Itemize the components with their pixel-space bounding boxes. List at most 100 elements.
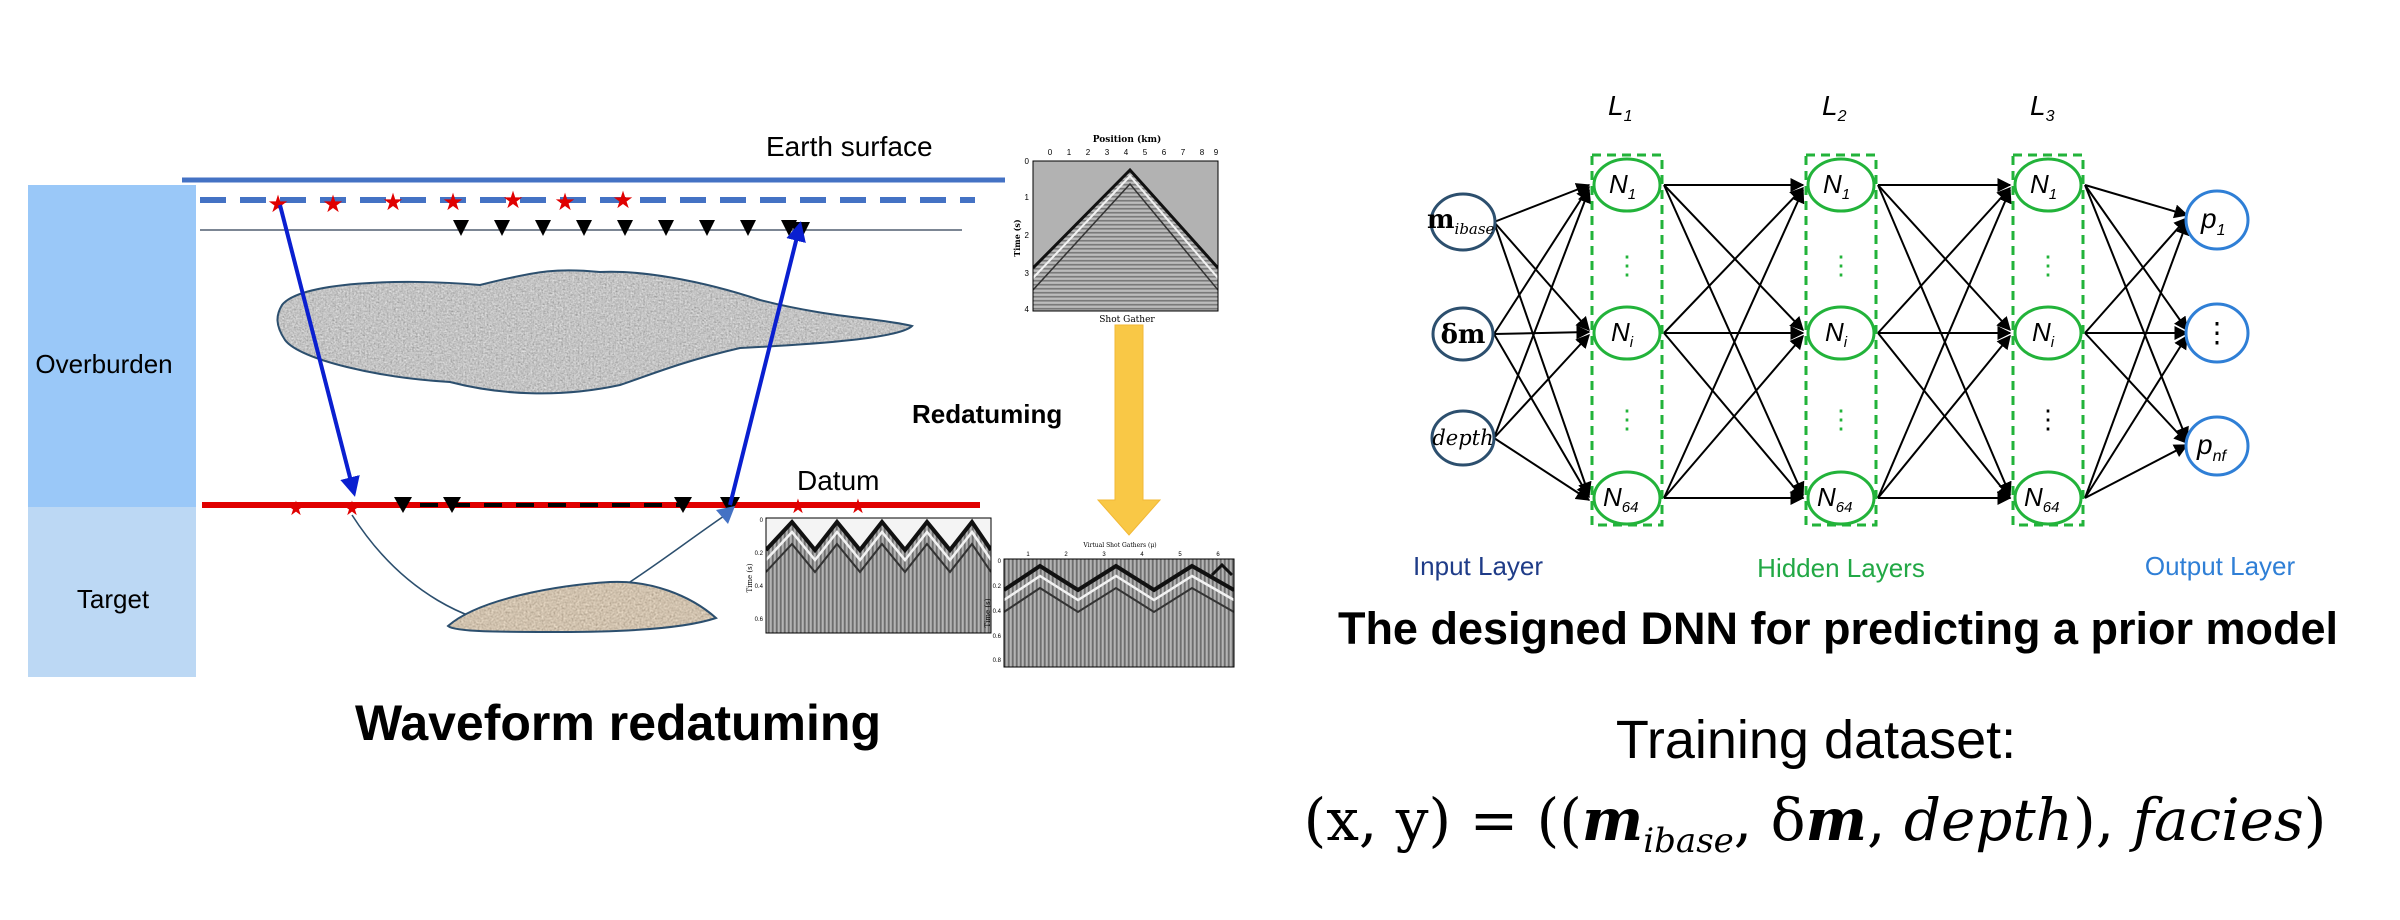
output-node-p1: p1 — [2184, 189, 2250, 251]
connection — [1877, 188, 2012, 499]
surface-sources: ★ ★ ★ ★ ★ ★ ★ — [267, 187, 634, 218]
svg-text:pnf: pnf — [2196, 429, 2227, 465]
virtual-gather-a-y-ticks: 0 0.2 0.4 0.6 — [755, 518, 764, 623]
y-tick-label: 3 — [1025, 269, 1030, 278]
receiver-triangle — [658, 220, 674, 236]
hidden-layer-box-l3 — [2011, 153, 2085, 527]
connection — [1877, 184, 2011, 332]
svg-text:Ni: Ni — [2032, 317, 2055, 351]
connection — [1493, 188, 1592, 439]
receiver-triangle — [576, 220, 592, 236]
connection — [2084, 184, 2188, 332]
downgoing-ray — [278, 204, 360, 497]
hidden-node-n1-l1: N1 — [1592, 157, 1662, 213]
connection — [1663, 186, 1804, 334]
svg-text:mibase: mibase — [1427, 205, 1495, 238]
hidden-dots: ⋮ — [1828, 250, 1854, 280]
svg-text:Ni: Ni — [1825, 317, 1848, 351]
receiver-triangle — [443, 497, 461, 513]
receiver-triangle — [394, 497, 412, 513]
svg-text:N1: N1 — [2030, 169, 2057, 203]
receiver-triangle — [699, 220, 715, 236]
receiver-triangle — [453, 220, 469, 236]
connection — [1663, 334, 1804, 499]
overburden-rock-body — [276, 269, 914, 395]
output-node-dots: ⋮ — [2184, 302, 2250, 364]
receiver-triangle — [617, 220, 633, 236]
layer-header-l3: L3 — [2030, 90, 2055, 125]
shot-gather-caption: Shot Gather — [1099, 315, 1155, 325]
receiver-triangle — [740, 220, 756, 236]
connection — [1493, 183, 1591, 223]
hidden-node-ni-l2: Ni — [1806, 305, 1876, 361]
connection — [1877, 186, 2011, 334]
virtual-gather-a-y-title: Time (s) — [746, 563, 754, 592]
output-nodes: p1 ⋮ pnf — [2184, 189, 2250, 477]
y-tick-label: 0.2 — [755, 551, 764, 557]
x-tick-label: 9 — [1214, 148, 1219, 157]
dnn-diagram: L1 L2 L3 — [1304, 90, 2338, 861]
output-node-pnf: pnf — [2184, 415, 2250, 477]
hidden-node-ni-l3: Ni — [2013, 305, 2083, 361]
virtual-gather-panel-b: Virtual Shot Gathers (μ) 1 2 3 4 5 6 Tim… — [984, 542, 1235, 668]
datum-label: Datum — [797, 465, 879, 496]
overburden-label: Overburden — [35, 349, 172, 379]
layer-header-l1: L1 — [1608, 90, 1632, 125]
source-star: ★ — [502, 187, 524, 214]
datum-receivers — [394, 497, 740, 515]
hidden-node-n64-l1: N64 — [1592, 470, 1662, 526]
svg-text:N1: N1 — [1609, 169, 1636, 203]
source-star: ★ — [382, 189, 404, 216]
hidden-dots: ⋮ — [1614, 250, 1640, 280]
source-star: ★ — [789, 496, 807, 518]
receiver-triangle — [720, 497, 740, 515]
connections — [1493, 178, 2190, 505]
x-tick-label: 1 — [1026, 552, 1030, 558]
training-equation: (x, y) = ((mibase, δm, depth), facies) — [1304, 786, 2327, 861]
layer-header-l2: L2 — [1822, 90, 1847, 125]
x-tick-label: 4 — [1124, 148, 1129, 157]
input-layer-label: Input Layer — [1413, 551, 1543, 581]
connection — [2084, 216, 2188, 334]
x-tick-label: 7 — [1181, 148, 1186, 157]
hidden-dots: ⋮ — [2035, 250, 2061, 280]
hidden-dots: ⋮ — [1614, 404, 1640, 434]
connection — [1493, 333, 1590, 439]
virtual-receiver — [716, 506, 735, 524]
y-tick-label: 0.4 — [755, 584, 764, 590]
hidden-layer-box-l1 — [1590, 153, 1664, 527]
connection — [2084, 332, 2188, 445]
svg-text:N64: N64 — [1817, 482, 1852, 516]
x-tick-label: 3 — [1102, 552, 1106, 558]
y-tick-label: 0.6 — [993, 634, 1002, 640]
connection — [1663, 188, 1805, 499]
x-tick-label: 0 — [1048, 148, 1053, 157]
input-node-dm: δm — [1431, 306, 1495, 362]
connection — [1663, 184, 1804, 332]
redatuming-label: Redatuming — [912, 399, 1062, 429]
upgoing-ray — [728, 221, 806, 506]
shot-gather-x-title: Position (km) — [1093, 134, 1162, 145]
hidden-layer-box-l2 — [1804, 153, 1878, 527]
input-nodes: mibase δm depth — [1427, 192, 1497, 467]
x-tick-label: 8 — [1200, 148, 1205, 157]
x-tick-label: 4 — [1140, 552, 1144, 558]
y-tick-label: 0.4 — [993, 609, 1002, 615]
connection — [1663, 184, 1805, 497]
svg-text:N64: N64 — [2024, 482, 2059, 516]
y-tick-label: 2 — [1025, 231, 1030, 240]
virtual-gather-b-y-ticks: 0 0.2 0.4 0.6 0.8 — [993, 559, 1002, 664]
dnn-caption: The designed DNN for predicting a prior … — [1338, 603, 2338, 654]
connection — [1493, 185, 1590, 335]
virtual-gather-title: Virtual Shot Gathers (μ) — [1082, 542, 1156, 549]
left-caption: Waveform redatuming — [355, 695, 881, 751]
hidden-node-ni-l1: Ni — [1592, 305, 1662, 361]
source-star: ★ — [287, 498, 305, 520]
svg-text:Ni: Ni — [1611, 317, 1634, 351]
training-heading: Training dataset: — [1616, 710, 2016, 770]
layer-headers: L1 L2 L3 — [1608, 90, 2055, 125]
connection — [2084, 184, 2189, 219]
shot-gather-panel: Position (km) 0 1 2 3 4 5 6 7 8 9 Time (… — [1012, 134, 1219, 325]
earth-surface-label: Earth surface — [766, 131, 933, 162]
x-tick-label: 2 — [1086, 148, 1091, 157]
